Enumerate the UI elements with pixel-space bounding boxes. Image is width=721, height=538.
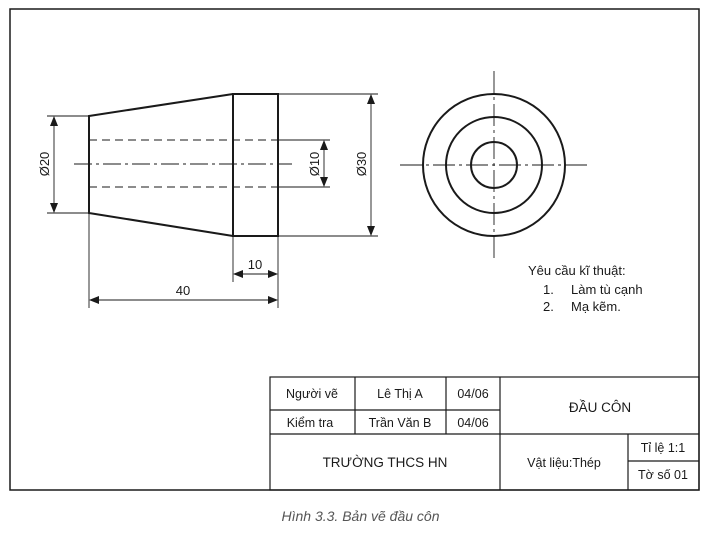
part-name: ĐẦU CÔN (569, 400, 631, 415)
dim-label-40: 40 (176, 283, 190, 298)
requirement-2-num: 2. (543, 299, 554, 314)
cylinder-outline (232, 93, 279, 237)
dim-label-10: 10 (248, 257, 262, 272)
title-block-text: Người vẽ Lê Thị A 04/06 Kiểm tra Trần Vă… (286, 387, 688, 482)
drawn-date: 04/06 (457, 387, 488, 401)
technical-requirements: Yêu cầu kĩ thuật: 1. Làm tù cạnh 2. Mạ k… (528, 263, 643, 314)
requirement-2-text: Mạ kẽm. (571, 299, 621, 314)
dim-label-d10: Ø10 (307, 152, 322, 177)
scale: Tỉ lệ 1:1 (641, 441, 686, 455)
requirements-title: Yêu cầu kĩ thuật: (528, 263, 626, 278)
checked-date: 04/06 (457, 416, 488, 430)
requirement-1-text: Làm tù cạnh (571, 282, 643, 297)
figure-caption: Hình 3.3. Bản vẽ đầu côn (281, 508, 440, 524)
requirement-1-num: 1. (543, 282, 554, 297)
school-name: TRƯỜNG THCS HN (323, 455, 448, 470)
cone-outline (88, 93, 234, 237)
drawn-by-name: Lê Thị A (377, 387, 423, 401)
drawn-by-label: Người vẽ (286, 387, 338, 401)
dim-label-d20: Ø20 (37, 152, 52, 177)
dim-label-d30: Ø30 (354, 152, 369, 177)
side-view (400, 71, 588, 259)
front-view: Ø20 Ø10 Ø30 10 40 (37, 93, 378, 308)
checked-label: Kiểm tra (287, 416, 334, 430)
checked-name: Trần Văn B (369, 416, 432, 430)
title-block (269, 376, 700, 491)
material: Vật liệu:Thép (527, 456, 601, 470)
sheet-number: Tờ số 01 (638, 468, 688, 482)
